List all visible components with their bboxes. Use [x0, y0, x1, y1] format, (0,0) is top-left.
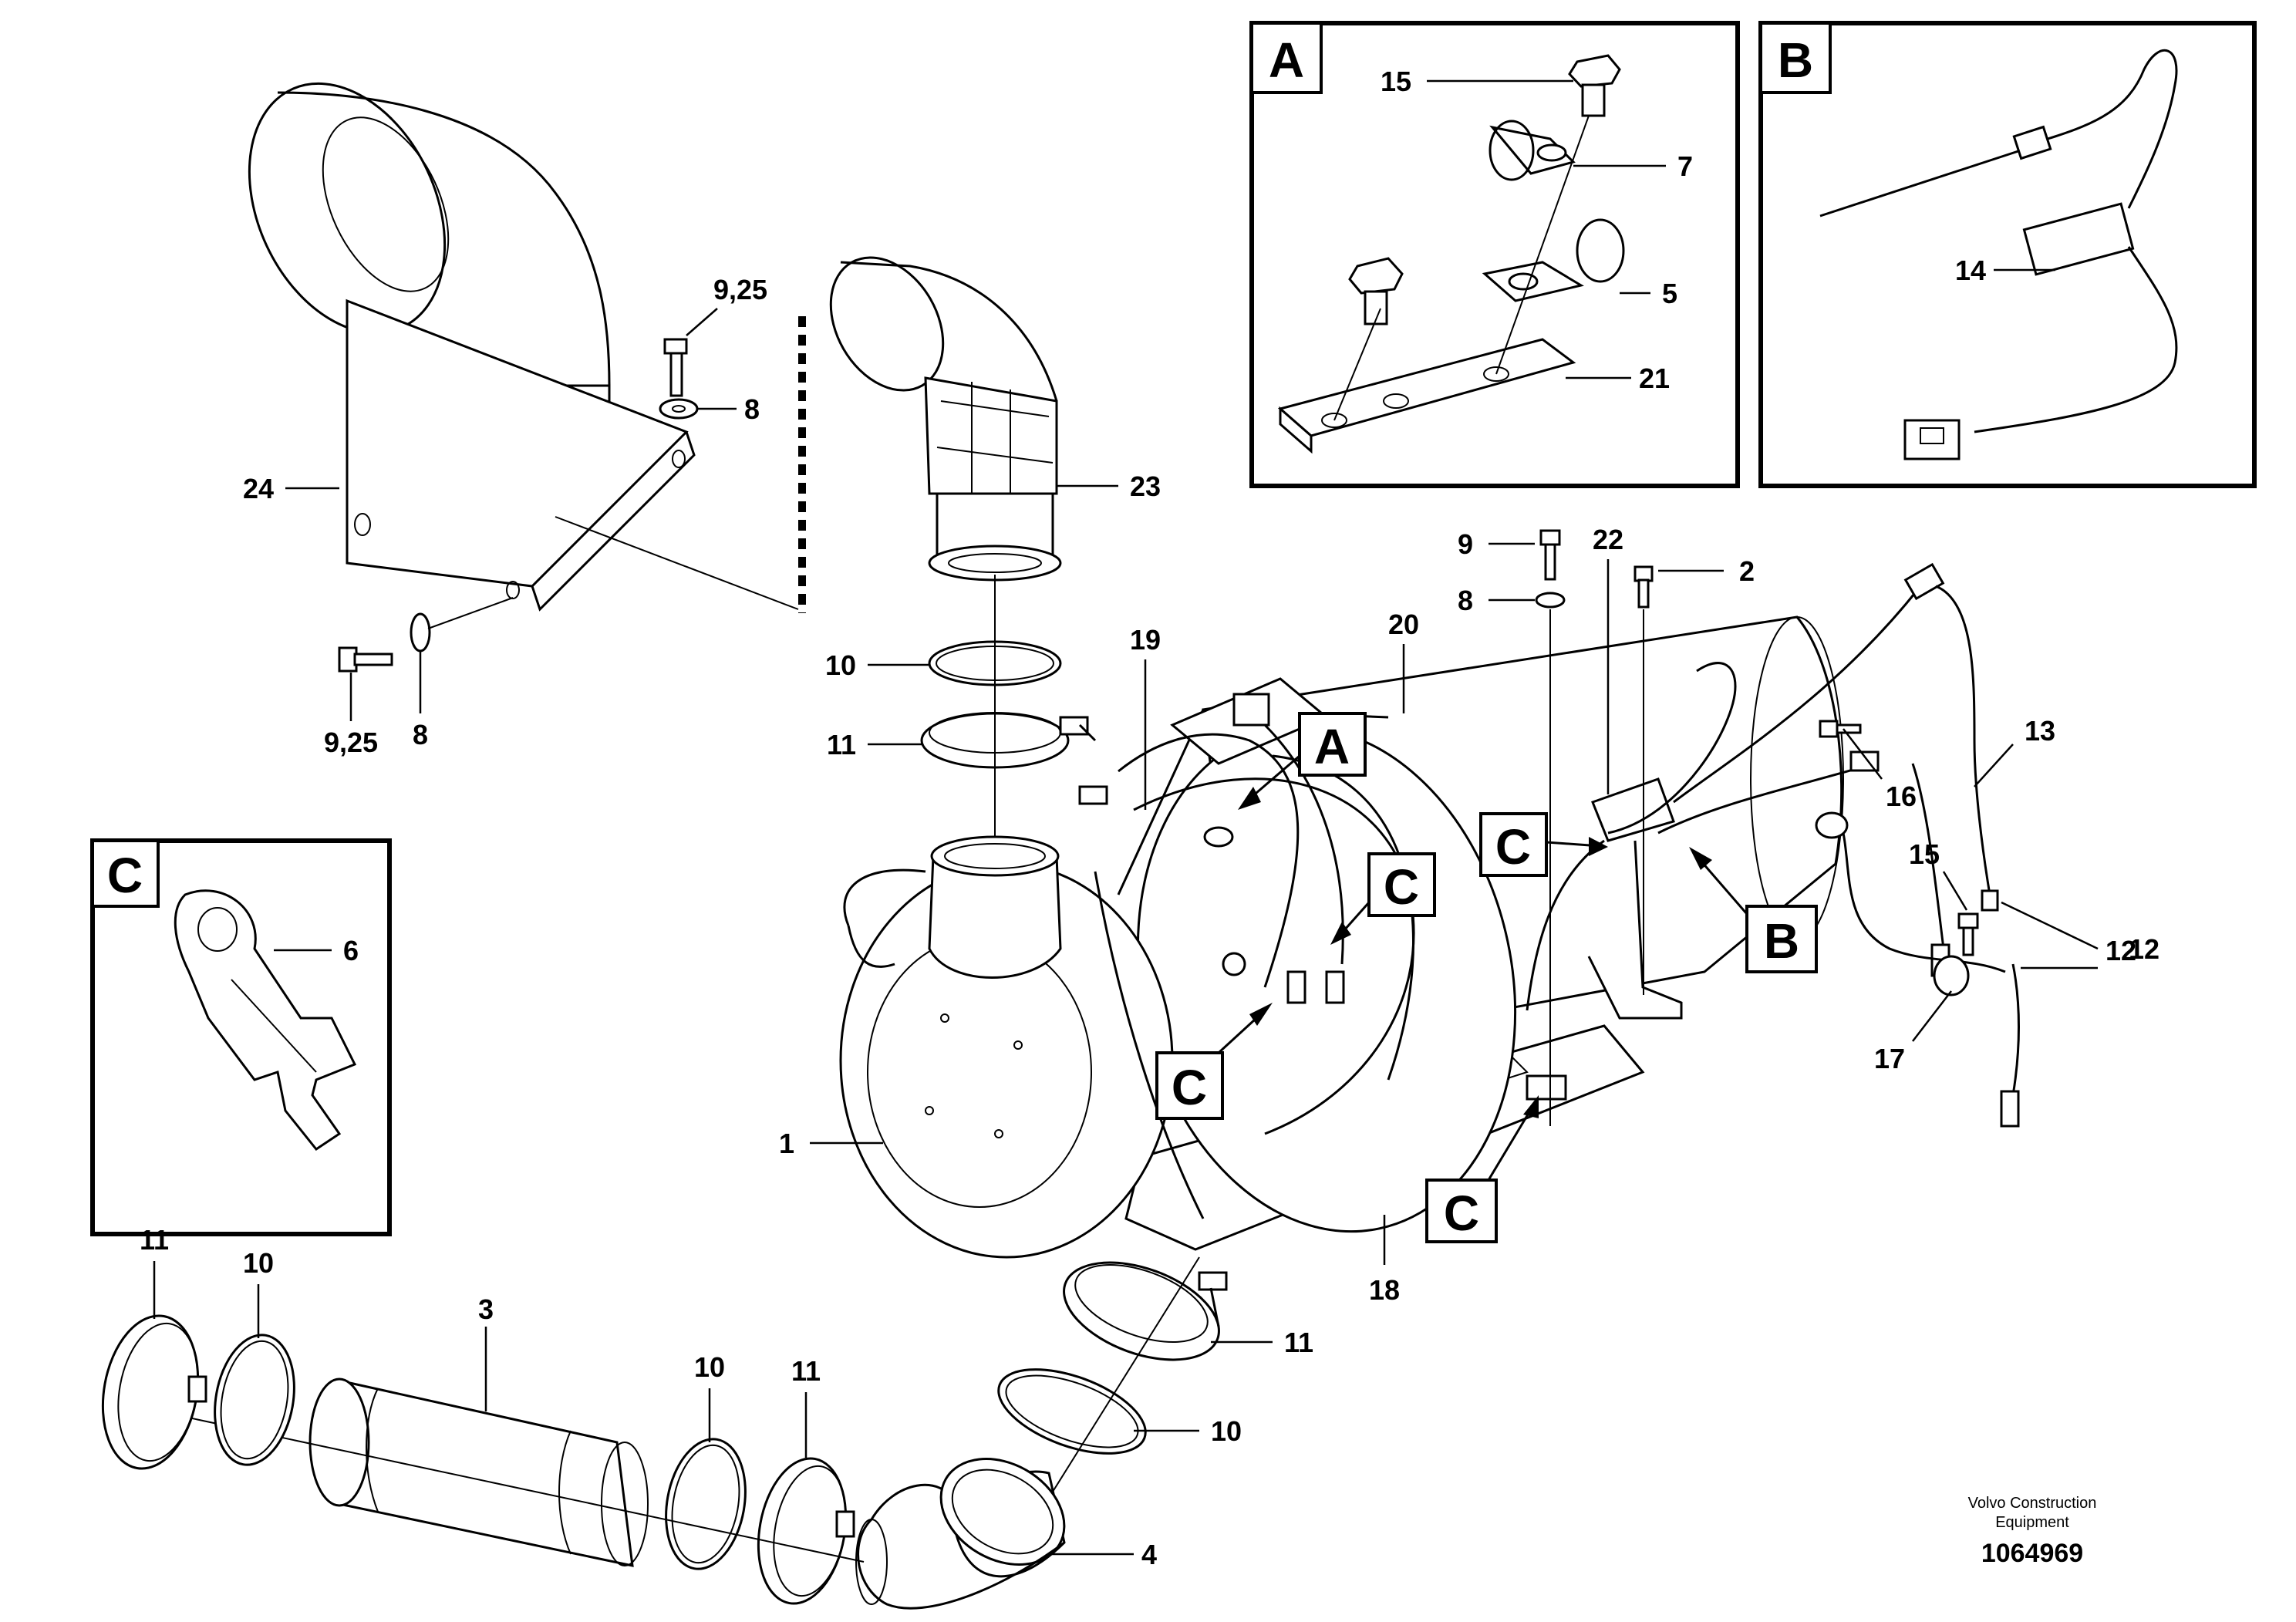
label-6: 6 [343, 935, 359, 966]
bolt-icon [338, 646, 393, 673]
v-clamp-11-icon [920, 712, 1097, 769]
label-10-left: 10 [243, 1247, 274, 1279]
svg-text:B: B [1764, 913, 1799, 969]
sealing-ring-10-icon [665, 1438, 747, 1570]
callout-tag-a: A [1238, 712, 1367, 810]
v-clamp-11-icon [757, 1457, 855, 1605]
diagram-footer: Volvo Construction Equipment 1064969 [1968, 1495, 2097, 1568]
detail-view-c-letter: C [107, 848, 143, 903]
callout-tag-c: C [1425, 1095, 1539, 1243]
label-20: 20 [1388, 609, 1419, 640]
label-9-25-top: 9,25 [713, 274, 767, 305]
washer-icon [659, 398, 699, 420]
bolt-icon [1539, 529, 1561, 581]
label-4: 4 [1141, 1539, 1157, 1570]
label-7: 7 [1677, 150, 1693, 182]
svg-text:A: A [1314, 719, 1350, 774]
manufacturer-line-2: Equipment [1995, 1514, 2069, 1531]
detail-view-c: C 6 [90, 838, 392, 1236]
label-18: 18 [1369, 1274, 1400, 1306]
detail-view-b-tag [1759, 22, 1832, 94]
rain-cap-pipe-23 [829, 256, 1062, 582]
label-16: 16 [1886, 781, 1917, 812]
svg-text:C: C [1495, 819, 1531, 875]
bolt-icon [1819, 720, 1862, 738]
clamp-5-icon [1482, 218, 1625, 302]
diagram-id: 1064969 [1981, 1539, 2083, 1568]
bolt-icon [1348, 257, 1404, 325]
elbow-pipe-4 [855, 1458, 1066, 1610]
callout-tag-c: C [1479, 812, 1608, 877]
svg-text:C: C [1172, 1060, 1207, 1115]
svg-text:C: C [1444, 1185, 1479, 1241]
label-10-mid: 10 [1211, 1415, 1242, 1447]
washer-icon [1535, 592, 1566, 609]
label-9-25-bottom: 9,25 [324, 727, 378, 758]
label-14: 14 [1955, 255, 1986, 286]
callout-tag-c: C [1330, 852, 1436, 945]
label-8-right: 8 [1458, 585, 1473, 616]
detail-view-a-tag [1250, 22, 1323, 94]
label-5: 5 [1662, 278, 1677, 309]
label-17: 17 [1874, 1043, 1905, 1074]
v-clamp-11-icon [1063, 1261, 1228, 1361]
exhaust-elbow-24 [248, 82, 799, 612]
detail-view-b: B 14 [1758, 21, 2257, 488]
detail-view-a: A [1249, 21, 1740, 488]
label-13: 13 [2025, 715, 2055, 747]
callout-tag-b: B [1689, 847, 1818, 973]
label-3: 3 [478, 1293, 494, 1325]
bolt-icon [1568, 54, 1621, 117]
sealing-ring-10-icon [214, 1334, 295, 1466]
callout-tag-c: C [1155, 1003, 1273, 1120]
label-15: 15 [1381, 66, 1411, 97]
clamp-7-icon [1489, 120, 1576, 181]
straight-pipe-3 [308, 1378, 649, 1567]
label-2: 2 [1739, 555, 1755, 587]
label-15-right: 15 [1909, 838, 1940, 870]
v-clamp-11-icon [101, 1314, 207, 1470]
manufacturer-line-1: Volvo Construction [1968, 1495, 2097, 1512]
label-19: 19 [1130, 624, 1161, 656]
label-23: 23 [1130, 470, 1161, 502]
label-12-top: 12 [2106, 935, 2136, 966]
label-11-mid: 11 [1284, 1327, 1313, 1358]
temperature-sensor-icon [1819, 49, 2178, 460]
sealing-ring-10-icon [997, 1368, 1147, 1455]
bolt-icon [1957, 912, 1979, 956]
label-1: 1 [779, 1128, 794, 1159]
label-21: 21 [1639, 363, 1670, 394]
label-22: 22 [1593, 524, 1623, 555]
plate-21-icon [1277, 115, 1590, 454]
label-11-left: 11 [140, 1224, 169, 1256]
label-10-center: 10 [694, 1351, 725, 1383]
detail-view-b-letter: B [1778, 32, 1813, 88]
bolt-icon [663, 338, 688, 397]
label-9-right: 9 [1458, 528, 1473, 560]
label-11-center: 11 [791, 1355, 821, 1387]
detail-view-a-letter: A [1269, 32, 1304, 88]
detail-view-c-tag [91, 839, 160, 908]
label-24: 24 [243, 473, 274, 504]
label-10-top: 10 [825, 649, 856, 681]
bolt-icon [1633, 565, 1654, 609]
label-12-bottom: 12 [2129, 933, 2159, 965]
cable-lug-icon [174, 889, 357, 1152]
washer-icon [410, 612, 431, 653]
label-8-bottom: 8 [413, 719, 428, 750]
label-11-top: 11 [827, 729, 856, 760]
label-8-top: 8 [744, 393, 760, 425]
svg-text:C: C [1384, 859, 1419, 915]
